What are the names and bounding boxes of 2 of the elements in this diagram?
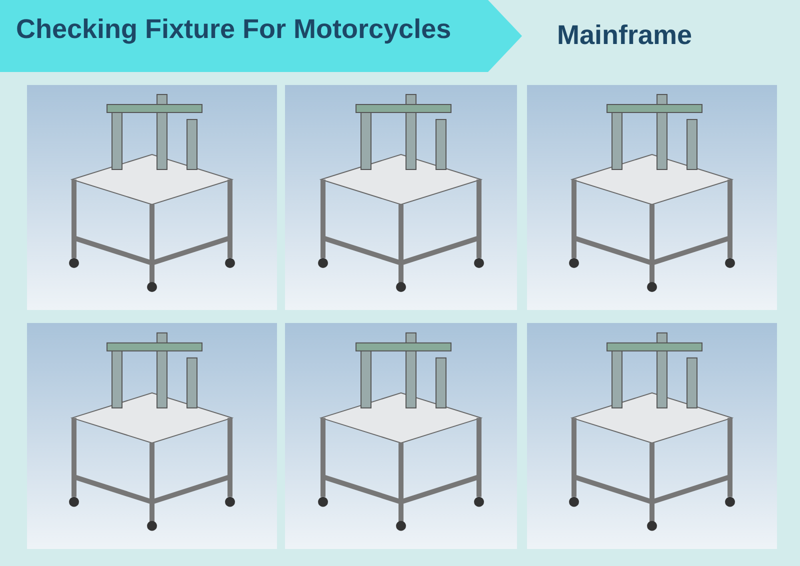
section-heading: Mainframe: [557, 20, 692, 51]
title: Checking Fixture For Motorcycles: [16, 14, 452, 45]
